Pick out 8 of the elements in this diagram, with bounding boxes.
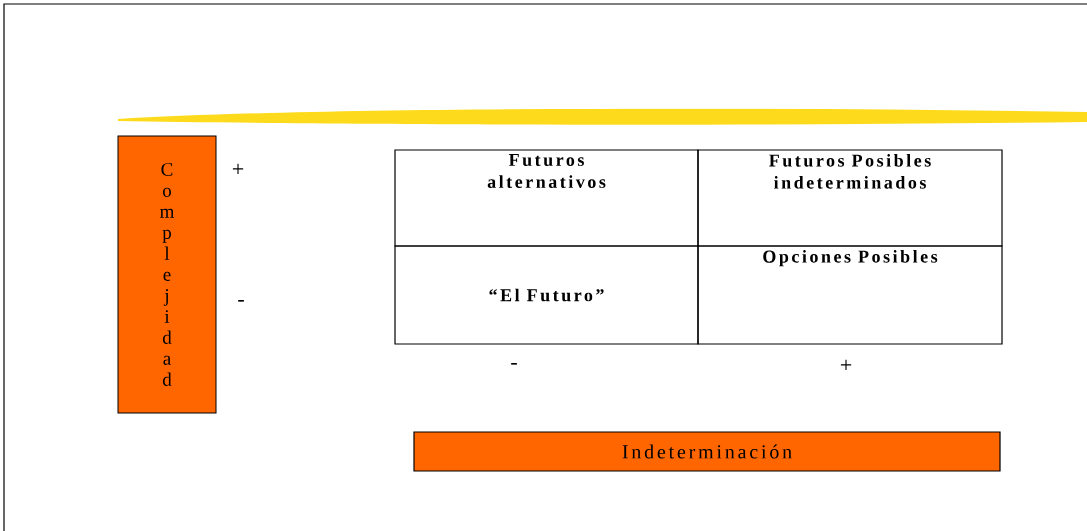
table-cell: “El Futuro” (394, 245, 699, 345)
vertical-label-box: Complejidad (117, 135, 217, 414)
axis-bar: Indeterminación (413, 431, 1001, 472)
table-cell: Futuros Posibles indeterminados (697, 149, 1003, 247)
table-cell: Futuros alternativos (394, 149, 699, 247)
axis-sign: - (238, 300, 244, 302)
axis-sign: + (840, 359, 852, 371)
table-cell: Opciones Posibles (697, 245, 1003, 345)
